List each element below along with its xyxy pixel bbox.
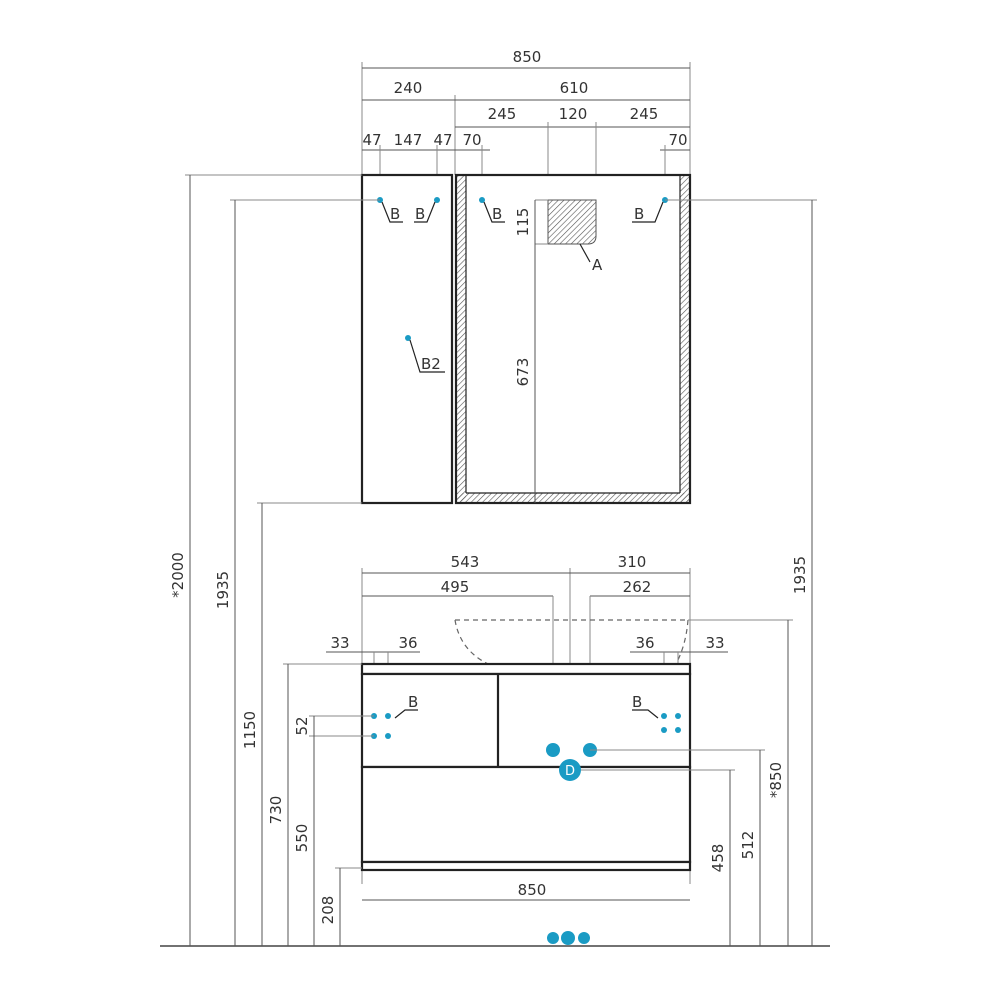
dim-458: 458 [709,844,727,873]
cold-water-icon [547,932,559,944]
dim-36-right: 36 [635,634,654,652]
label-a: A [592,256,603,274]
left-height-dimensions: *2000 1935 1150 730 52 550 208 [169,174,380,946]
dim-730: 730 [267,796,285,825]
mount-point [434,197,440,203]
dim-512: 512 [739,831,757,860]
dim-36-left: 36 [398,634,417,652]
dim-70-right: 70 [668,131,687,149]
mount-point [675,713,681,719]
label-b2: B2 [421,355,441,373]
mount-point [405,335,411,341]
dim-550: 550 [293,824,311,853]
label-b: B [390,205,400,223]
dim-245-left: 245 [488,105,517,123]
mount-point [661,713,667,719]
label-b-left: B [408,693,418,711]
hot-water-icon [578,932,590,944]
socket-area-a [547,199,597,245]
dim-1935-left: 1935 [214,571,232,609]
dim-147: 147 [394,131,423,149]
dim-850-width: 850 [518,881,547,899]
label-b: B [492,205,502,223]
dim-33-right: 33 [705,634,724,652]
top-dimensions: 850 240 610 245 120 245 47 147 47 70 70 [361,48,691,200]
dim-245-right: 245 [630,105,659,123]
label-b: B [415,205,425,223]
dim-673: 673 [514,358,532,387]
dim-240: 240 [394,79,423,97]
cold-water-icon [546,743,560,757]
dim-52: 52 [293,716,311,735]
mount-point [661,727,667,733]
dim-850-total: 850 [513,48,542,66]
label-b: B [634,205,644,223]
drain-icon [561,931,575,945]
label-b-right: B [632,693,642,711]
dim-2000: *2000 [169,552,187,598]
right-height-dimensions: 1935 *850 512 458 [581,199,817,946]
dim-1150: 1150 [241,711,259,749]
drain-icon [559,759,581,781]
dim-47-b: 47 [433,131,452,149]
dim-70-left: 70 [462,131,481,149]
dim-610: 610 [560,79,589,97]
dim-495: 495 [441,578,470,596]
dim-208: 208 [319,896,337,925]
dim-310: 310 [618,553,647,571]
mount-point [385,733,391,739]
mount-point [385,713,391,719]
dim-850-height: *850 [767,762,785,798]
dim-47-a: 47 [362,131,381,149]
vanity-cabinet: B B D [360,662,692,945]
mount-point [479,197,485,203]
dim-33-left: 33 [330,634,349,652]
dim-115: 115 [514,208,532,237]
dim-1935-right: 1935 [791,556,809,594]
dim-262: 262 [623,578,652,596]
dim-120: 120 [559,105,588,123]
mirror-cabinet: 115 673 A B B B B B2 [360,173,692,505]
dim-543: 543 [451,553,480,571]
drain-label: D [565,764,575,779]
mount-point [675,727,681,733]
